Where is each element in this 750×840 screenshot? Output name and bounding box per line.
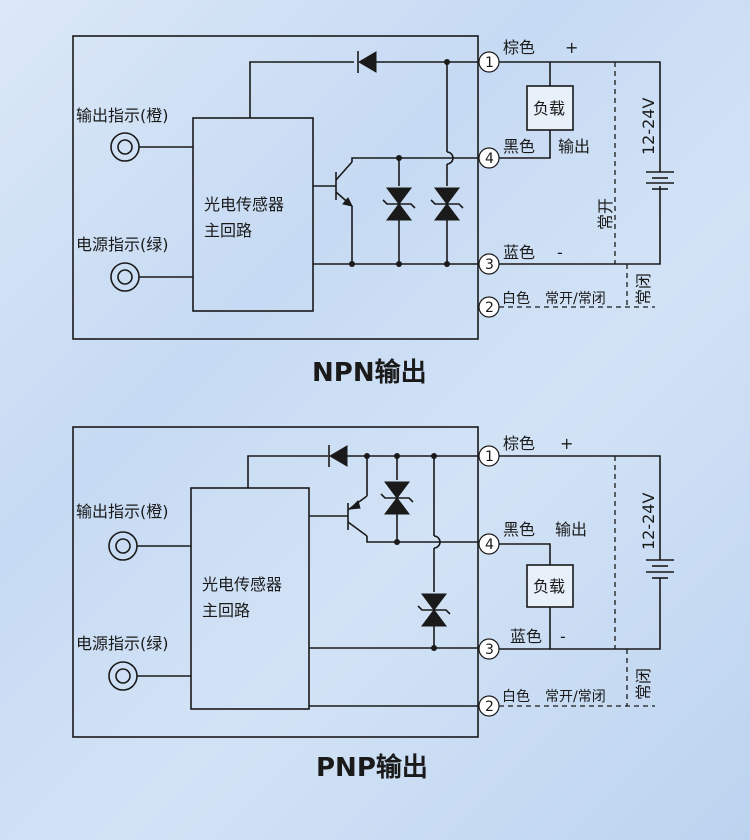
pnp-white-wire-label: 白色	[502, 688, 530, 705]
npn-no-nc-label: 常开/常闭	[545, 291, 606, 307]
npn-output-indicator-label: 输出指示(橙)	[76, 106, 169, 125]
npn-tvs-diode-1-icon	[382, 187, 416, 221]
svg-text:2: 2	[485, 300, 494, 316]
npn-sensor-housing	[72, 35, 479, 340]
pnp-power-indicator-label: 电源指示(绿)	[76, 634, 169, 653]
npn-minus-label: -	[557, 243, 563, 262]
npn-white-wire-label: 白色	[502, 290, 530, 307]
pnp-load-box	[526, 564, 574, 608]
npn-normally-open-label: 常开	[596, 198, 615, 230]
npn-main-circuit-box	[192, 117, 314, 312]
npn-protection-diode-icon	[357, 51, 377, 73]
pnp-output-indicator-label: 输出指示(橙)	[76, 502, 169, 521]
npn-main-circuit-label-2: 主回路	[204, 221, 252, 240]
pnp-battery-icon	[646, 559, 674, 579]
npn-pin-3: 3	[478, 253, 500, 275]
pnp-brown-wire-label: 棕色	[503, 434, 535, 453]
pnp-pin-4: 4	[478, 533, 500, 555]
pnp-blue-wire-label: 蓝色	[510, 627, 542, 646]
svg-text:2: 2	[485, 699, 494, 715]
npn-output-indicator-led-icon	[110, 132, 140, 162]
pnp-output-label: 输出	[555, 520, 587, 539]
pnp-black-wire-label: 黑色	[503, 520, 535, 539]
npn-power-indicator-led-icon	[110, 262, 140, 292]
npn-transistor-icon	[313, 161, 353, 207]
npn-pin-4: 4	[478, 147, 500, 169]
pnp-transistor-icon	[309, 495, 368, 537]
npn-main-circuit-label-1: 光电传感器	[204, 195, 284, 214]
npn-pin-2: 2	[478, 296, 500, 318]
npn-output-label: 输出	[558, 137, 590, 156]
svg-text:1: 1	[485, 55, 494, 71]
pnp-protection-diode-icon	[328, 445, 348, 467]
svg-text:4: 4	[485, 151, 494, 167]
pnp-output-indicator-led-icon	[108, 531, 138, 561]
pnp-normally-closed-label: 常闭	[634, 668, 653, 700]
pnp-load-label: 负载	[533, 577, 565, 596]
npn-tvs-diode-2-icon	[430, 187, 464, 221]
svg-text:1: 1	[485, 449, 494, 465]
svg-text:4: 4	[485, 537, 494, 553]
pnp-tvs-diode-1-icon	[380, 481, 414, 515]
npn-power-indicator-label: 电源指示(绿)	[76, 235, 169, 254]
pnp-main-circuit-box	[190, 487, 310, 710]
npn-load-label: 负载	[533, 99, 565, 118]
npn-title: NPN输出	[312, 357, 427, 388]
pnp-main-circuit-label-1: 光电传感器	[202, 575, 282, 594]
pnp-pin-1: 1	[478, 445, 500, 467]
pnp-main-circuit-label-2: 主回路	[202, 601, 250, 620]
npn-normally-closed-label: 常闭	[634, 273, 653, 305]
npn-blue-wire-label: 蓝色	[503, 243, 535, 262]
pnp-tvs-diode-2-icon	[417, 593, 451, 627]
pnp-voltage-label: 12-24V	[639, 493, 658, 550]
npn-plus-label: +	[565, 38, 578, 57]
pnp-sensor-housing	[72, 426, 479, 738]
pnp-minus-label: -	[560, 627, 566, 646]
pnp-diagram: 光电传感器 主回路 输出指示(橙) 电源指示(绿)	[72, 426, 674, 738]
npn-battery-icon	[646, 171, 674, 190]
npn-pin-1: 1	[478, 51, 500, 73]
npn-load-box	[526, 85, 574, 131]
pnp-pin-2: 2	[478, 695, 500, 717]
pnp-no-nc-label: 常开/常闭	[545, 689, 606, 705]
svg-text:3: 3	[485, 257, 494, 273]
svg-text:3: 3	[485, 642, 494, 658]
pnp-plus-label: +	[560, 434, 573, 453]
pnp-power-indicator-led-icon	[108, 661, 138, 691]
npn-black-wire-label: 黑色	[503, 137, 535, 156]
npn-voltage-label: 12-24V	[639, 98, 658, 155]
pnp-pin-3: 3	[478, 638, 500, 660]
npn-brown-wire-label: 棕色	[503, 38, 535, 57]
npn-diagram: 光电传感器 主回路 输出指示(橙) 电源指示(绿)	[72, 35, 674, 340]
pnp-title: PNP输出	[316, 752, 428, 783]
